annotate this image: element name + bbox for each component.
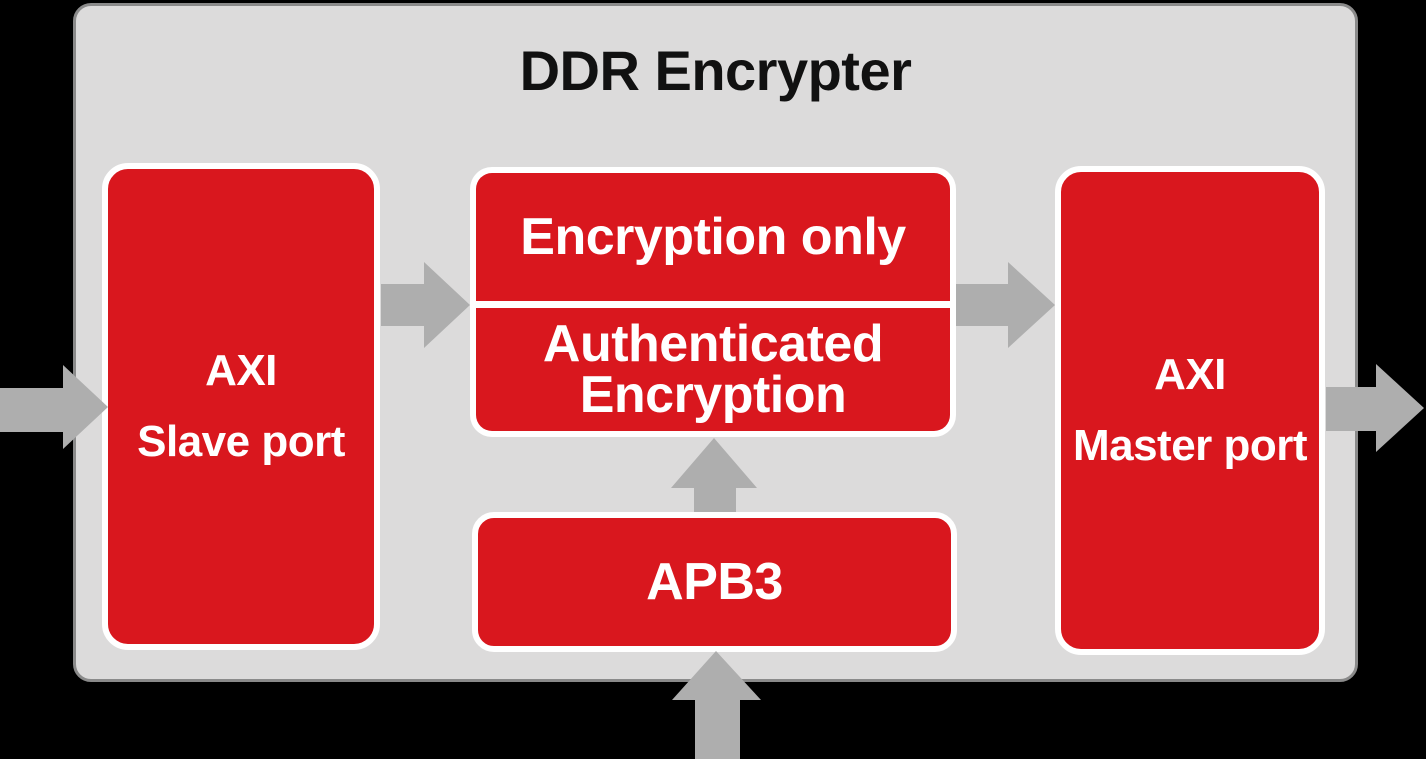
encryption-modes-stack: Encryption only Authenticated Encryption xyxy=(470,167,956,437)
axi-slave-label-line2: Slave port xyxy=(137,416,345,466)
encryption-only-label: Encryption only xyxy=(520,208,906,266)
authenticated-encryption-block: Authenticated Encryption xyxy=(476,308,950,431)
diagram-title: DDR Encrypter xyxy=(519,39,912,102)
apb3-block: APB3 xyxy=(472,512,957,652)
apb3-label: APB3 xyxy=(646,553,783,611)
axi-slave-label-line1: AXI xyxy=(205,346,277,396)
axi-master-port-block: AXI Master port xyxy=(1055,166,1325,655)
authenticated-encryption-label-line2: Encryption xyxy=(579,365,847,424)
encryption-only-block: Encryption only xyxy=(476,173,950,301)
axi-master-label-line1: AXI xyxy=(1154,350,1226,400)
axi-slave-port-block: AXI Slave port xyxy=(102,163,380,650)
authenticated-encryption-label-line1: Authenticated xyxy=(542,314,884,373)
axi-master-label-line2: Master port xyxy=(1072,420,1308,470)
